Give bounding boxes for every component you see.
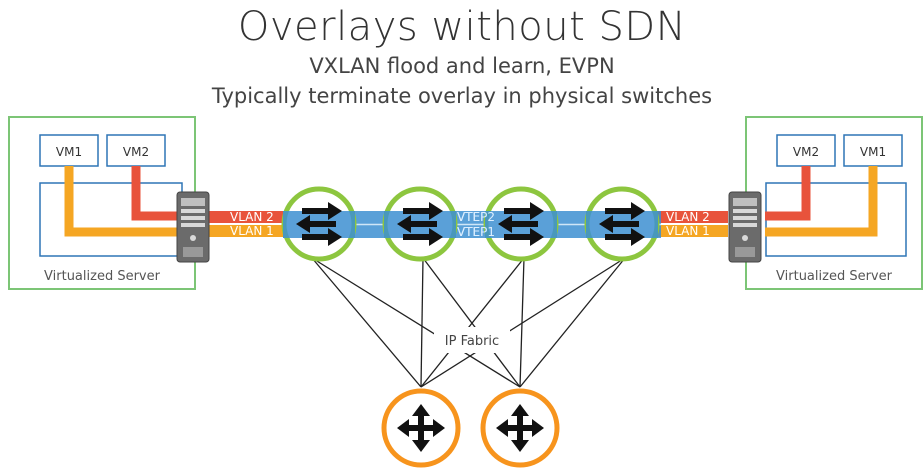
diagram-title: Overlays without SDN xyxy=(237,4,687,50)
left-server-label: Virtualized Server xyxy=(44,269,161,284)
spine-router-1 xyxy=(381,388,461,468)
left-server-icon xyxy=(176,191,210,263)
leaf-switch-3 xyxy=(483,186,559,262)
left-vlan1-label: VLAN 1 xyxy=(230,224,274,238)
right-server-label: Virtualized Server xyxy=(776,269,893,284)
switch-arrows-icon xyxy=(498,202,544,246)
left-vm1-box xyxy=(39,134,99,167)
switch-arrows-icon xyxy=(599,202,645,246)
left-vlan2-link xyxy=(208,211,288,223)
diagram-subtitle-2: Typically terminate overlay in physical … xyxy=(211,84,713,108)
right-vlan2-label: VLAN 2 xyxy=(666,210,710,224)
switch-arrows-icon xyxy=(397,202,443,246)
ip-fabric-label: IP Fabric xyxy=(445,334,499,349)
left-vm1-label: VM1 xyxy=(56,145,82,159)
right-vlan1-label: VLAN 1 xyxy=(666,224,710,238)
left-vlan1-link xyxy=(208,225,288,237)
vtep1-label-overlay: VTEP1 xyxy=(457,225,495,239)
right-server-icon xyxy=(728,191,762,263)
leaf-switch-4 xyxy=(584,186,660,262)
right-vlan2-link xyxy=(656,211,728,223)
left-vm2-link xyxy=(131,166,178,221)
right-virtualized-server: VM2 VM1 Virtualized Server xyxy=(745,116,923,290)
left-vlan2-label: VLAN 2 xyxy=(230,210,274,224)
left-server-frame xyxy=(8,116,196,290)
left-vm2-label: VM2 xyxy=(123,145,149,159)
right-vm1-label: VM1 xyxy=(860,145,886,159)
right-vm2-link xyxy=(765,166,811,221)
vtep2-label-overlay: VTEP2 xyxy=(457,210,495,224)
vtep1-tunnel xyxy=(283,225,661,238)
spine-router-2 xyxy=(480,388,560,468)
left-virtualized-server: VM1 VM2 Virtualized Server xyxy=(8,116,196,290)
left-vm1-link xyxy=(64,166,178,237)
vtep2-tunnel xyxy=(283,211,661,224)
fabric-links xyxy=(311,257,626,388)
right-vm2-label: VM2 xyxy=(793,145,819,159)
leaf-switch-2 xyxy=(382,186,458,262)
switch-arrows-icon xyxy=(296,202,342,246)
right-vm1-link xyxy=(765,166,878,237)
leaf-switch-1 xyxy=(281,186,357,262)
right-vlan1-link xyxy=(656,225,728,237)
diagram-subtitle-1: VXLAN flood and learn, EVPN xyxy=(309,54,615,78)
